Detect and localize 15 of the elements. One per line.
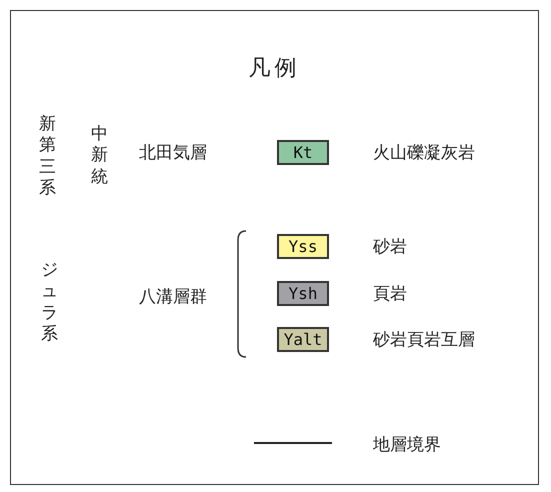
vertical-label: 中新統: [91, 124, 108, 188]
title: 凡例: [248, 55, 302, 83]
vertical-label: 新第三系: [39, 114, 56, 199]
unit-label: 八溝層群: [139, 286, 207, 308]
legend-text: 地層境界: [373, 434, 441, 456]
unit-label: 北田気層: [139, 142, 207, 164]
unit-code: Yalt: [284, 330, 322, 349]
legend-text: 頁岩: [373, 283, 407, 305]
vertical-label: ジュラ系: [41, 260, 58, 345]
legend-text: 砂岩頁岩互層: [373, 329, 475, 351]
legend-text: 砂岩: [373, 236, 407, 258]
unit-code: Ysh: [288, 284, 318, 303]
unit-code: Yss: [288, 237, 318, 256]
unit-code: Kt: [293, 143, 313, 162]
legend-text: 火山礫凝灰岩: [373, 142, 475, 164]
